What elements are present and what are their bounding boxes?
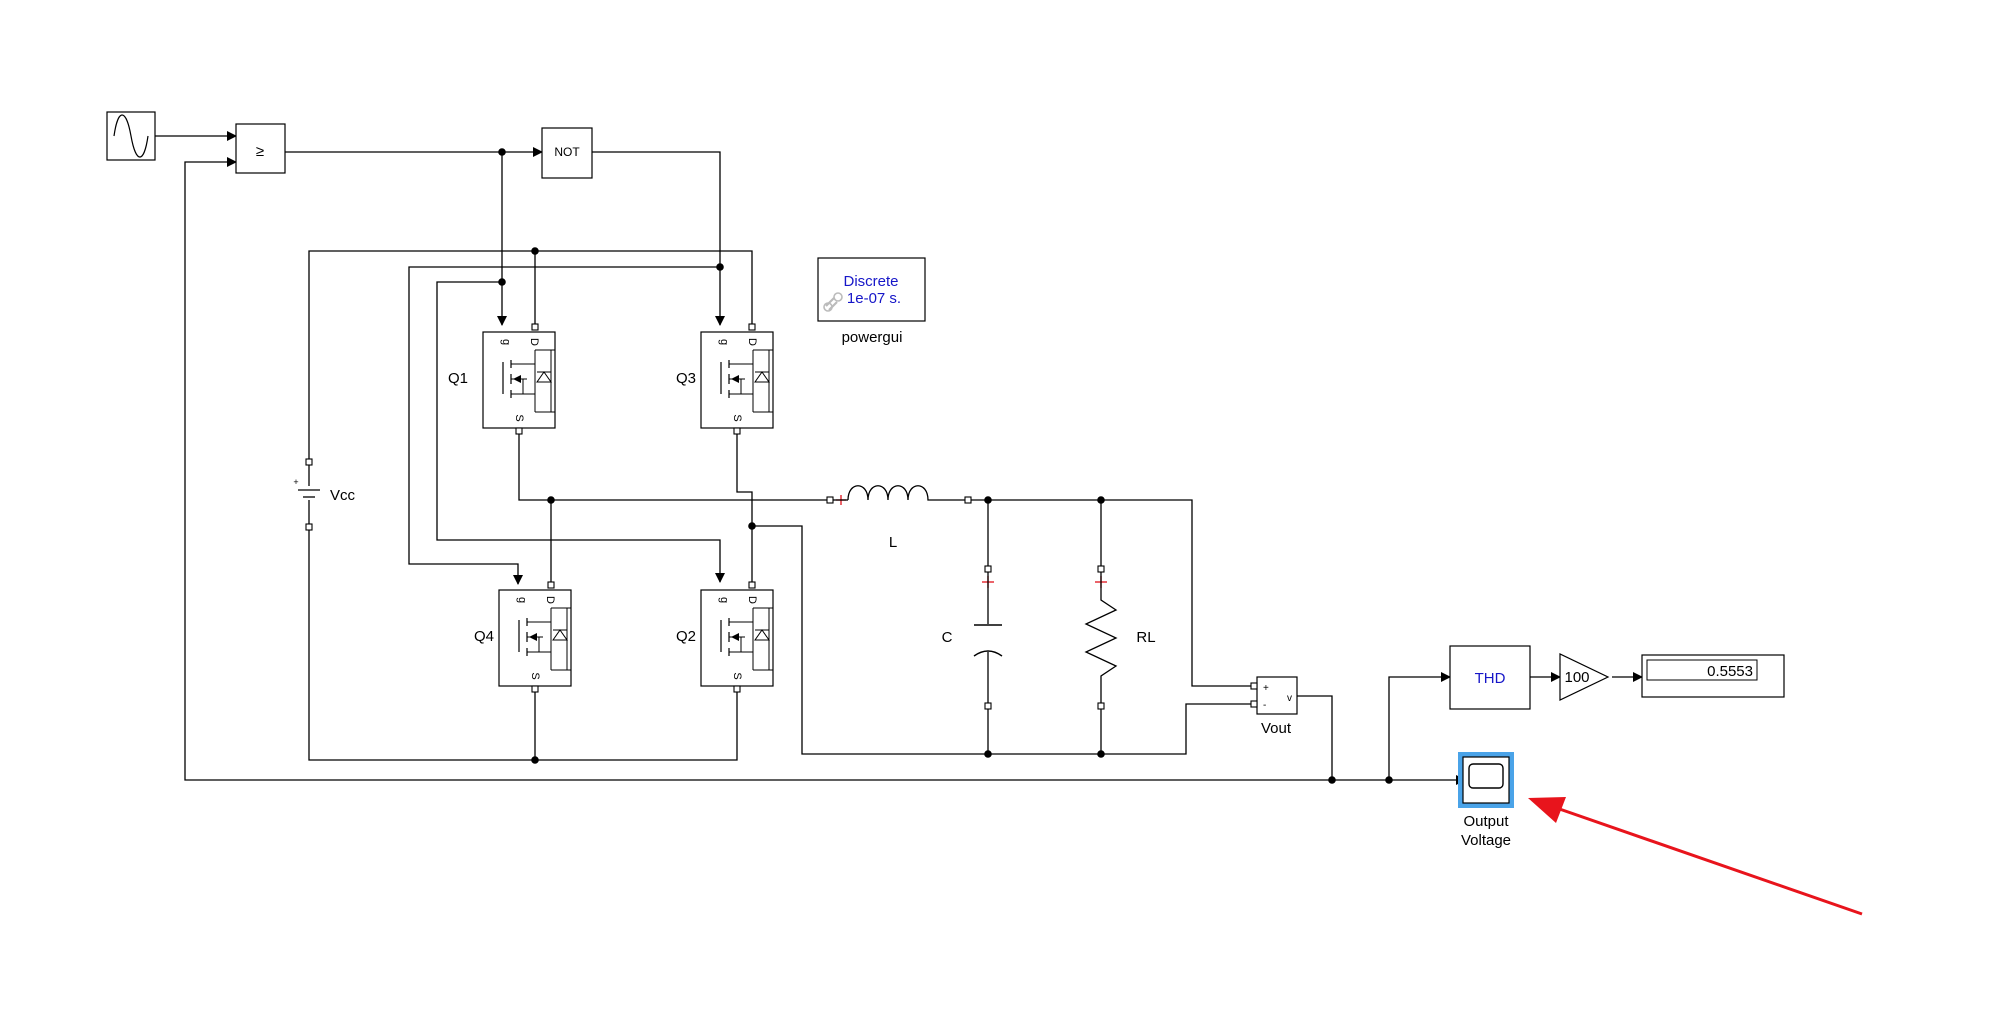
vout-label: Vout bbox=[1261, 720, 1292, 737]
mosfet-q3[interactable]: g D S bbox=[700, 331, 774, 429]
thd-block[interactable]: THD bbox=[1449, 645, 1531, 710]
powergui-mode: Discrete bbox=[843, 273, 898, 290]
vout-plus: + bbox=[1263, 683, 1269, 694]
not-label: NOT bbox=[554, 145, 580, 159]
junction-dots bbox=[498, 148, 1393, 784]
svg-text:S: S bbox=[731, 414, 743, 421]
thd-label: THD bbox=[1475, 670, 1506, 687]
scope-label-line1: Output bbox=[1463, 813, 1509, 830]
svg-text:S: S bbox=[731, 672, 743, 679]
scope-label-line2: Voltage bbox=[1461, 832, 1511, 849]
mosfet-q2[interactable]: g D S bbox=[700, 589, 774, 687]
mosfet-ports bbox=[515, 323, 756, 693]
display-value: 0.5553 bbox=[1707, 663, 1753, 680]
q4-label: Q4 bbox=[474, 628, 494, 645]
link-icon bbox=[823, 292, 843, 312]
q3-label: Q3 bbox=[676, 370, 696, 387]
gain-block[interactable]: 100 bbox=[1559, 653, 1610, 701]
vout-port: v bbox=[1287, 693, 1292, 704]
svg-text:g: g bbox=[718, 339, 730, 345]
not-block[interactable]: NOT bbox=[541, 127, 593, 179]
mosfet-q1[interactable]: g D S bbox=[482, 331, 556, 429]
sine-wave-block[interactable] bbox=[106, 111, 156, 161]
capacitor-c[interactable]: C bbox=[942, 565, 1003, 710]
scope-output-voltage[interactable]: Output Voltage bbox=[1458, 752, 1514, 849]
vout-minus: - bbox=[1263, 700, 1266, 711]
signal-wires bbox=[155, 131, 1643, 785]
svg-text:D: D bbox=[746, 338, 758, 346]
red-annotation-arrow bbox=[1528, 797, 1863, 916]
svg-text:g: g bbox=[516, 597, 528, 603]
sine-wave-icon bbox=[113, 114, 149, 158]
resistor-label: RL bbox=[1136, 629, 1155, 646]
gain-value: 100 bbox=[1564, 669, 1589, 686]
svg-text:D: D bbox=[746, 596, 758, 604]
dc-voltage-source-vcc[interactable]: + Vcc bbox=[293, 458, 356, 531]
dc-source-icon bbox=[298, 489, 320, 498]
q1-label: Q1 bbox=[448, 370, 468, 387]
svg-text:D: D bbox=[528, 338, 540, 346]
svg-text:g: g bbox=[500, 339, 512, 345]
inductor-icon bbox=[847, 485, 940, 501]
q2-label: Q2 bbox=[676, 628, 696, 645]
svg-text:g: g bbox=[718, 597, 730, 603]
voltage-measurement-vout[interactable]: + - v Vout bbox=[1250, 676, 1298, 737]
vcc-plus: + bbox=[293, 477, 298, 487]
scope-icon bbox=[1468, 763, 1504, 789]
capacitor-icon bbox=[973, 624, 1003, 657]
powergui-sample-time: 1e-07 s. bbox=[847, 290, 901, 307]
svg-text:S: S bbox=[529, 672, 541, 679]
display-block[interactable]: 0.5553 bbox=[1641, 654, 1785, 698]
relational-operator-symbol: ≥ bbox=[256, 143, 264, 160]
relational-operator-block[interactable]: ≥ bbox=[235, 123, 286, 174]
powergui-name: powergui bbox=[842, 329, 903, 346]
powergui-block[interactable]: Discrete 1e-07 s. powergui bbox=[817, 257, 926, 346]
resistor-rl[interactable]: RL bbox=[1084, 565, 1156, 710]
inductor-label: L bbox=[889, 534, 897, 551]
vcc-label: Vcc bbox=[330, 487, 356, 504]
svg-text:D: D bbox=[544, 596, 556, 604]
capacitor-label: C bbox=[942, 629, 953, 646]
svg-text:S: S bbox=[513, 414, 525, 421]
inductor-l[interactable]: L bbox=[826, 485, 972, 551]
mosfet-q4[interactable]: g D S bbox=[498, 589, 572, 687]
resistor-icon bbox=[1084, 572, 1118, 703]
